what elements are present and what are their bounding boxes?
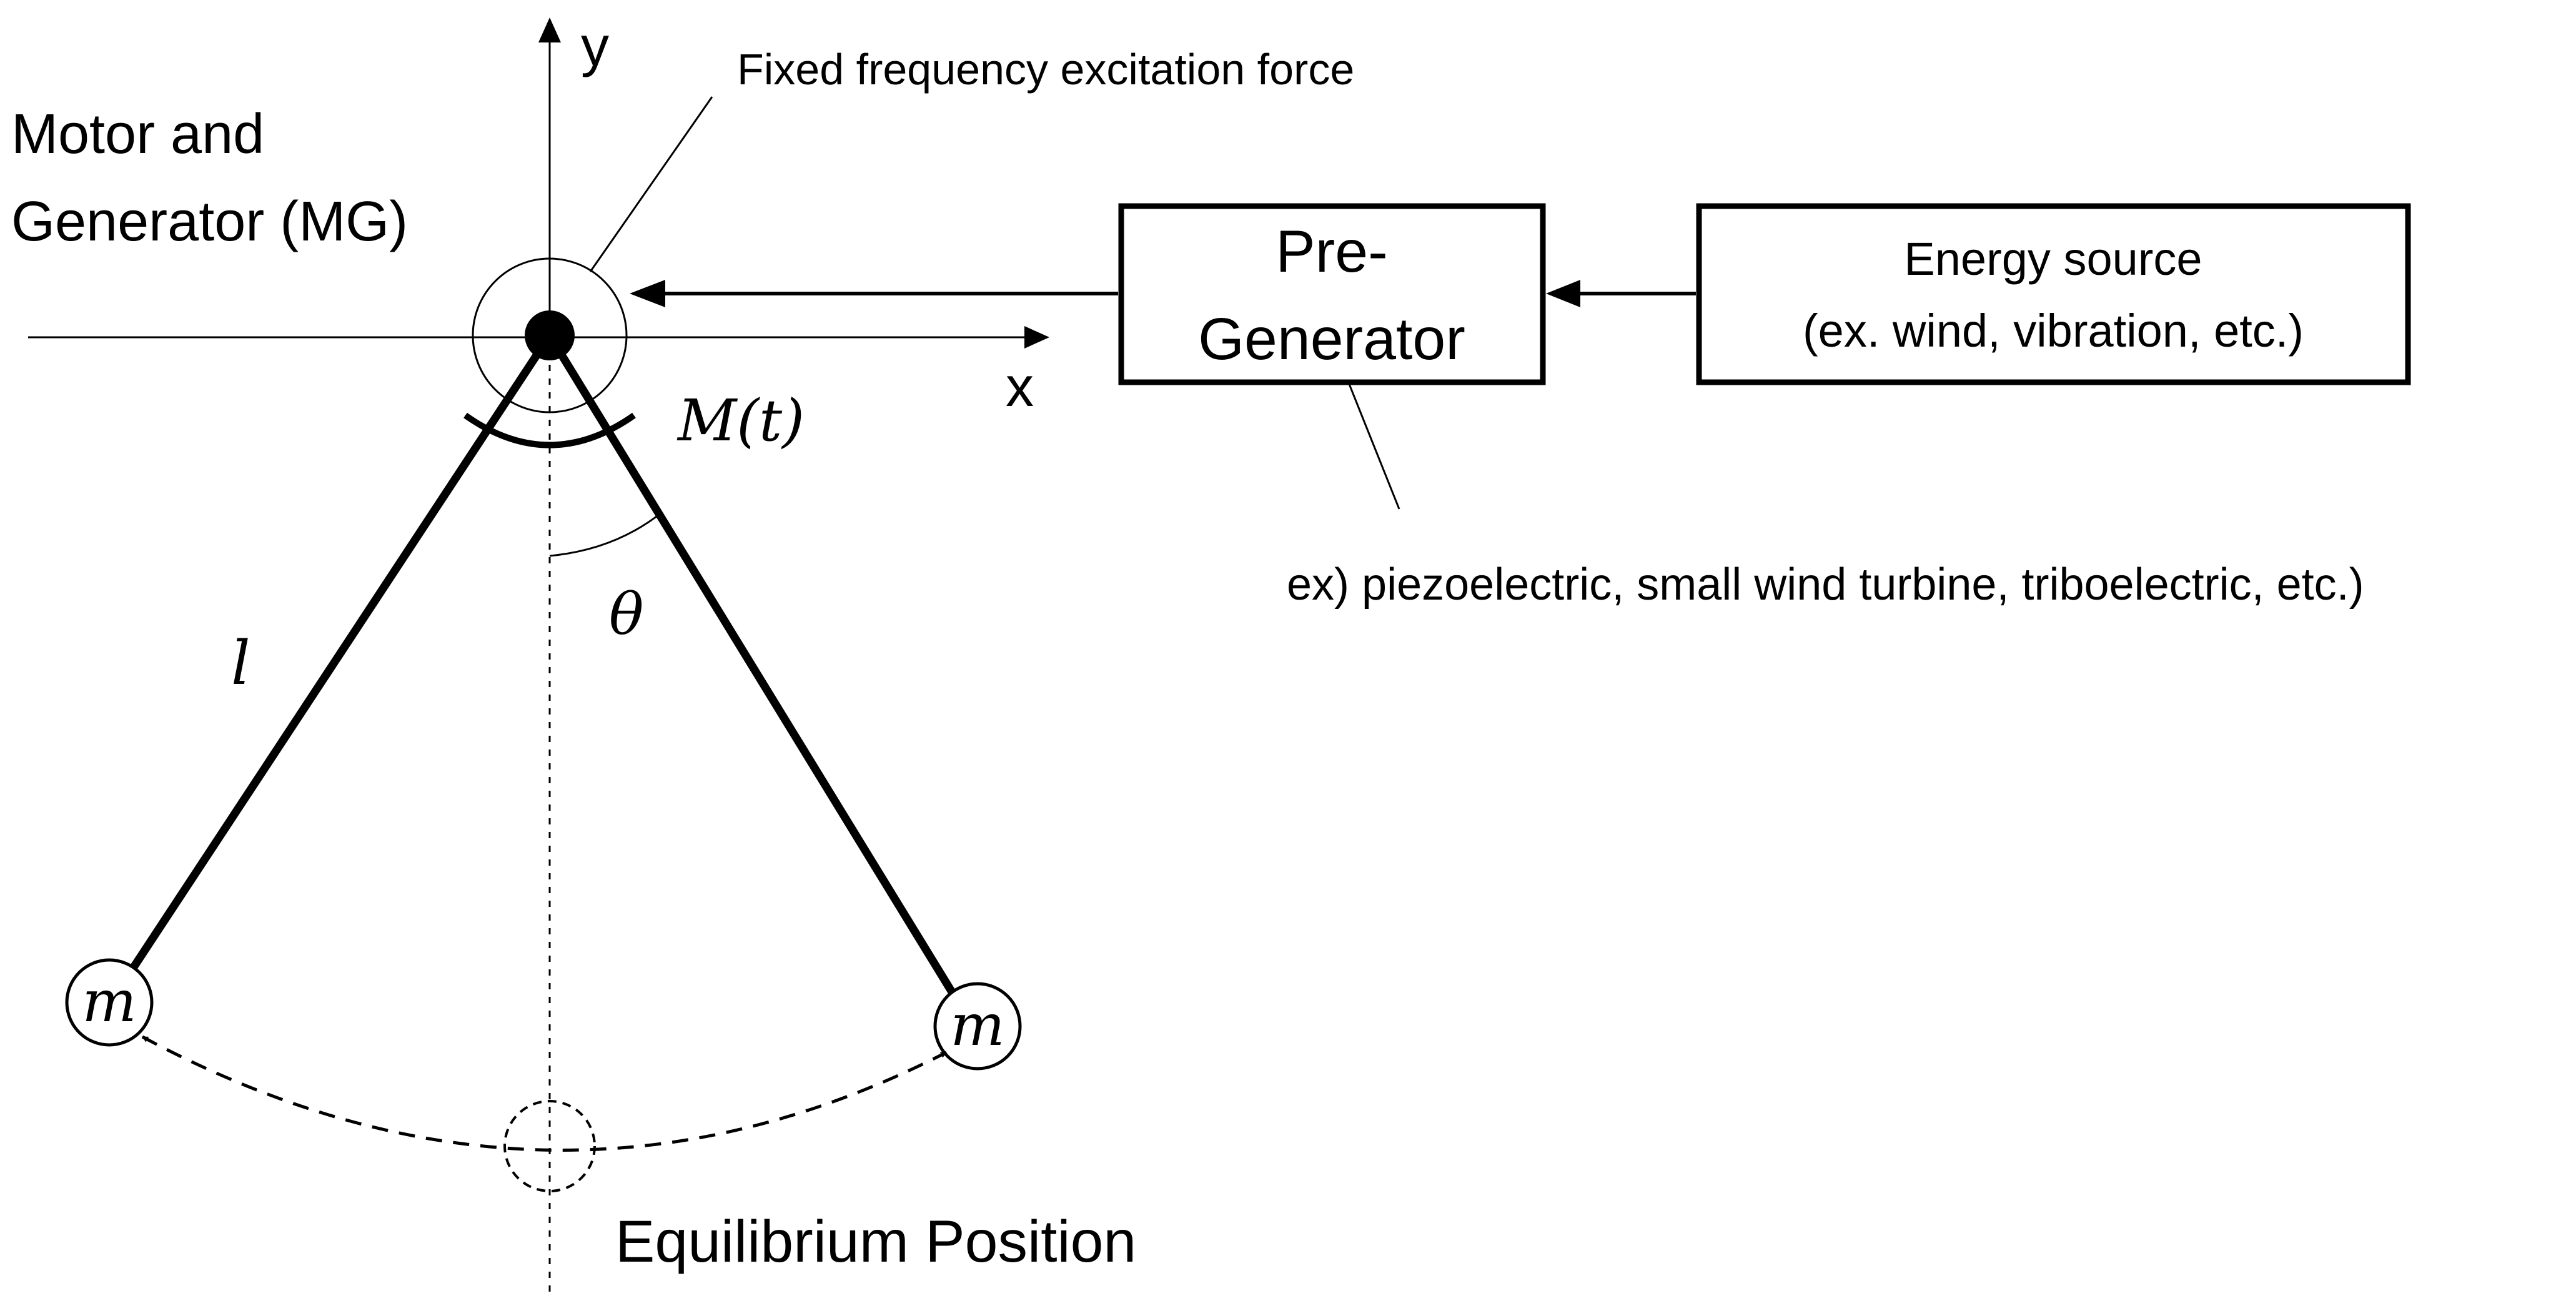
pre-generator-block: Pre- Generator ex) piezoelectric, small … xyxy=(1118,203,2364,610)
energy-source-label-line2: (ex. wind, vibration, etc.) xyxy=(1803,305,2304,357)
pre-generator-examples: ex) piezoelectric, small wind turbine, t… xyxy=(1287,560,2364,610)
pre-generator-box xyxy=(1118,203,1546,385)
length-label: l xyxy=(231,628,250,698)
arrow-energy-to-pregenerator-head xyxy=(1546,280,1580,307)
mass-right xyxy=(933,982,1022,1071)
mg-outer-circle xyxy=(472,257,628,413)
equilibrium-mass-dashed xyxy=(503,1100,596,1192)
arrow-pregenerator-to-mg-head xyxy=(630,280,665,307)
mass-left xyxy=(65,958,154,1047)
moment-label: M(t) xyxy=(676,387,805,454)
swing-arc-dashed xyxy=(141,1035,948,1152)
mg-label-line1: Motor and xyxy=(11,103,264,166)
energy-source-box xyxy=(1696,203,2411,385)
x-axis-label: x xyxy=(1006,356,1034,418)
mass-left-label: m xyxy=(82,968,136,1035)
pre-generator-label-line2: Generator xyxy=(1198,306,1465,372)
angle-label: θ xyxy=(609,581,643,648)
pre-generator-leader-line xyxy=(1348,383,1400,510)
mass-right-label: m xyxy=(950,992,1004,1059)
pre-generator-label-line1: Pre- xyxy=(1276,219,1387,285)
pendulum-rod-right xyxy=(545,331,957,997)
x-axis-arrowhead xyxy=(1024,326,1049,349)
pendulum-rod-left xyxy=(129,331,554,972)
excitation-label: Fixed frequency excitation force xyxy=(737,45,1354,94)
mg-label-line2: Generator (MG) xyxy=(11,190,408,253)
energy-source-label-line1: Energy source xyxy=(1904,233,2202,285)
pendulum: m m θ l Equilibrium Position xyxy=(65,331,1136,1275)
energy-source-block: Energy source (ex. wind, vibration, etc.… xyxy=(1696,203,2411,385)
y-axis-arrowhead xyxy=(538,17,561,42)
flow-arrows xyxy=(630,280,1696,307)
excitation-annotation: Fixed frequency excitation force xyxy=(589,45,1354,272)
equilibrium-label: Equilibrium Position xyxy=(615,1209,1136,1275)
angle-arc xyxy=(549,511,663,557)
moment-arc: M(t) xyxy=(463,387,805,454)
excitation-leader-line xyxy=(589,96,713,272)
y-axis-label: y xyxy=(581,16,609,78)
